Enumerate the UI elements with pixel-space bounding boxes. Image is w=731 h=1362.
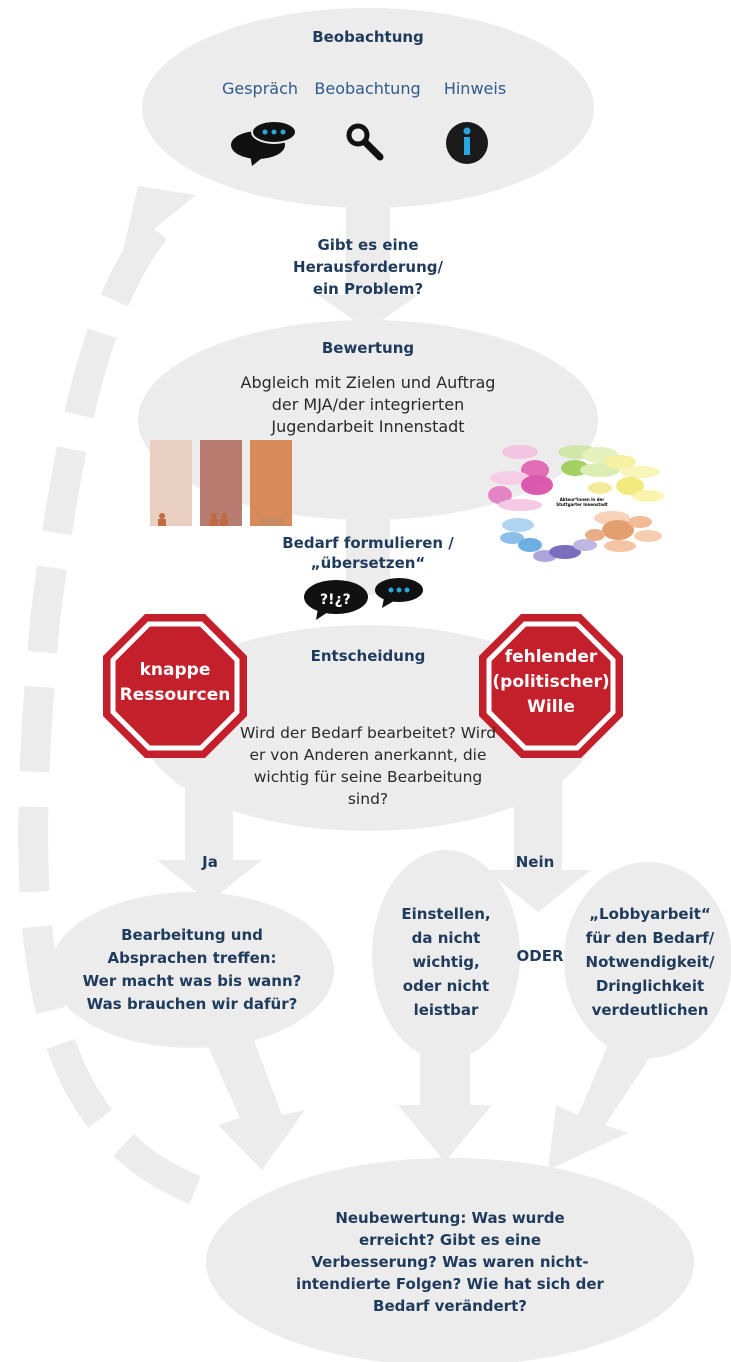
source-hint: Hinweis bbox=[443, 79, 507, 98]
evaluation-text: Abgleich mit Zielen und Auftrag der MJA/… bbox=[240, 373, 496, 436]
exclamation-bubble-icon: ?!¿? bbox=[304, 580, 368, 620]
arrow-yes-to-reevaluation bbox=[205, 1030, 305, 1170]
stop-sign-left bbox=[103, 614, 247, 758]
yes-box-text: Bearbeitung und Absprachen treffen: Wer … bbox=[82, 926, 302, 1013]
reevaluation-text: Neubewertung: Was wurde erreicht? Gibt e… bbox=[296, 1209, 604, 1315]
no-label: Nein bbox=[515, 853, 555, 871]
or-label: ODER bbox=[516, 947, 564, 965]
feedback-loop-arrowhead bbox=[122, 186, 196, 255]
yes-bubble bbox=[50, 892, 334, 1048]
yes-arrow bbox=[185, 780, 233, 862]
need-label: Bedarf formulieren / „übersetzen“ bbox=[282, 534, 454, 572]
speech-bubbles-icon bbox=[231, 120, 297, 166]
arrow-noright-to-reevaluation bbox=[548, 1040, 655, 1170]
yes-label: Ja bbox=[202, 853, 218, 871]
no-right-text: „Lobbyarbeit“ für den Bedarf/ Notwendigk… bbox=[585, 905, 715, 1019]
feedback-loop-arrow bbox=[18, 220, 201, 1204]
observation-title: Beobachtung bbox=[312, 28, 424, 46]
magnifier-icon bbox=[346, 123, 384, 161]
decision-text: Wird der Bedarf bearbeitet? Wird er von … bbox=[239, 724, 497, 808]
problem-question: Gibt es eine Herausforderung/ ein Proble… bbox=[293, 236, 443, 298]
source-observation: Beobachtung bbox=[314, 79, 421, 98]
info-icon bbox=[446, 122, 488, 164]
bar-chart-bar-1 bbox=[150, 440, 192, 526]
stop-left-label: knappe Ressourcen bbox=[119, 660, 231, 705]
bar-chart-bar-2 bbox=[200, 440, 242, 526]
decision-title: Entscheidung bbox=[310, 647, 426, 665]
source-conversation: Gespräch bbox=[221, 79, 299, 98]
evaluation-title: Bewertung bbox=[321, 339, 415, 357]
speech-bubble-icon bbox=[375, 578, 423, 608]
mindmap-graphic bbox=[488, 445, 664, 562]
bar-chart-bar-3 bbox=[250, 440, 292, 526]
no-left-text: Einstellen, da nicht wichtig, oder nicht… bbox=[401, 905, 491, 1019]
person-icons bbox=[158, 513, 284, 526]
no-left-bubble bbox=[372, 850, 520, 1060]
stop-right-label: fehlender (politischer) Wille bbox=[492, 647, 610, 717]
svg-text:?!¿?: ?!¿? bbox=[320, 592, 351, 608]
mindmap-center-label: Akteur*innen in der Stuttgarter Innensta… bbox=[556, 497, 608, 507]
reevaluation-bubble bbox=[206, 1158, 694, 1362]
arrow-noleft-to-reevaluation bbox=[398, 1050, 492, 1162]
no-arrow bbox=[514, 780, 562, 872]
no-right-bubble bbox=[564, 862, 731, 1058]
stop-sign-right bbox=[479, 614, 623, 758]
